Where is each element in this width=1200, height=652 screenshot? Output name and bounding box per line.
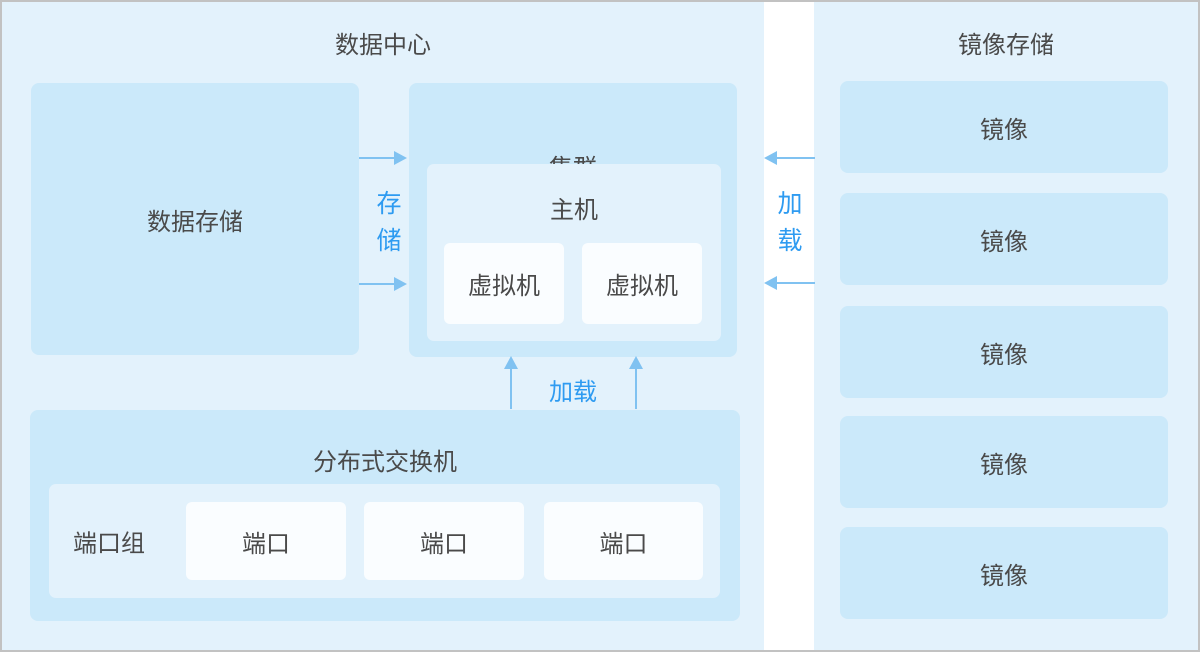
arrow-head: [394, 151, 407, 165]
image-label: 镜像: [980, 116, 1028, 144]
data-center-title: 数据中心: [335, 32, 431, 59]
image-box: 镜像: [840, 193, 1168, 285]
load-edge-label: 加载: [549, 379, 597, 406]
vm-label: 虚拟机: [606, 273, 678, 300]
image-box: 镜像: [840, 306, 1168, 398]
arrow-left-icon: [764, 276, 815, 290]
arrow-head: [504, 356, 518, 369]
host-box: 主机 虚拟机 虚拟机: [427, 164, 721, 341]
port-group-label: 端口组: [73, 530, 145, 558]
arrow-line: [359, 283, 396, 285]
arrow-up-icon: [504, 356, 518, 409]
port-box: 端口: [544, 502, 703, 580]
vm-box: 虚拟机: [444, 243, 564, 324]
arrow-line: [635, 367, 637, 409]
port-box: 端口: [186, 502, 346, 580]
image-box: 镜像: [840, 416, 1168, 508]
vm-label: 虚拟机: [468, 273, 540, 300]
distributed-switch-label: 分布式交换机: [313, 449, 457, 476]
arrow-right-icon: [359, 277, 407, 291]
vm-box: 虚拟机: [582, 243, 702, 324]
distributed-switch-box: 分布式交换机 端口组 端口 端口 端口: [30, 410, 740, 621]
image-label: 镜像: [980, 451, 1028, 479]
data-store-label: 数据存储: [147, 208, 243, 236]
arrow-head: [394, 277, 407, 291]
port-group-box: 端口组 端口 端口 端口: [49, 484, 720, 598]
arrow-right-icon: [359, 151, 407, 165]
storage-edge-label: 存储: [373, 190, 401, 264]
port-box: 端口: [364, 502, 524, 580]
image-label: 镜像: [980, 341, 1028, 369]
port-label: 端口: [242, 530, 290, 558]
image-label: 镜像: [980, 562, 1028, 590]
arrow-line: [775, 282, 815, 284]
image-storage-title: 镜像存储: [958, 32, 1054, 59]
host-label: 主机: [550, 197, 598, 224]
image-label: 镜像: [980, 228, 1028, 256]
port-label: 端口: [420, 530, 468, 558]
arrow-head: [764, 276, 777, 290]
arrow-line: [775, 157, 815, 159]
port-label: 端口: [599, 530, 648, 558]
arrow-line: [510, 367, 512, 409]
cluster-box: 集群 主机 虚拟机 虚拟机: [409, 83, 737, 357]
load-edge-label: 加载: [774, 190, 802, 264]
arrow-head: [764, 151, 777, 165]
image-box: 镜像: [840, 81, 1168, 173]
arrow-up-icon: [629, 356, 643, 409]
arrow-left-icon: [764, 151, 815, 165]
data-store-box: 数据存储: [31, 83, 359, 355]
data-center-container: 数据中心 数据存储 集群 主机 虚拟机 虚拟机 分布式交换机 端口组 端口: [2, 2, 764, 650]
arrow-line: [359, 157, 396, 159]
arrow-head: [629, 356, 643, 369]
image-box: 镜像: [840, 527, 1168, 619]
image-storage-container: 镜像存储 镜像 镜像 镜像 镜像 镜像: [814, 2, 1198, 650]
